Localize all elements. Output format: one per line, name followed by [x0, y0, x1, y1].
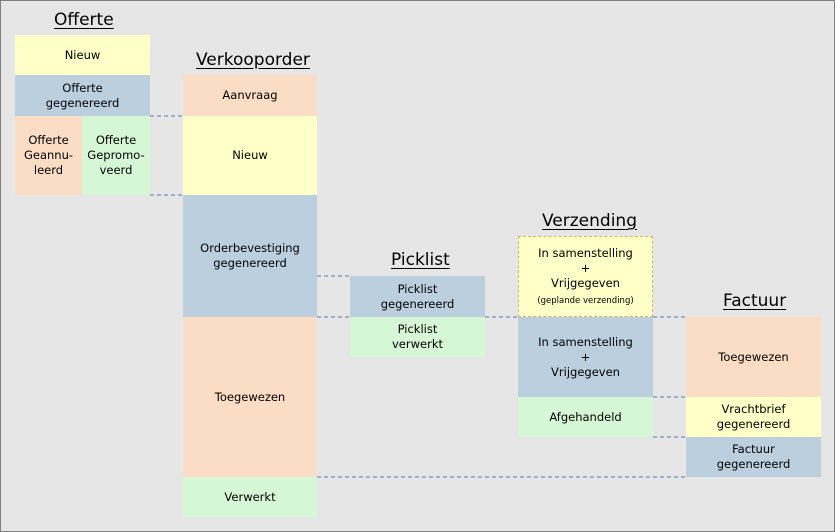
offerte-geannuleerd: Offerte Geannu- leerd	[15, 116, 82, 195]
verzending-title: Verzending	[542, 211, 637, 231]
offerte-nieuw: Nieuw	[15, 35, 150, 75]
verkooporder-aanvraag: Aanvraag	[183, 75, 317, 116]
verzending-gepland: In samenstelling + Vrijgegeven (geplande…	[518, 236, 653, 317]
verkooporder-title: Verkooporder	[196, 50, 310, 70]
factuur-toegewezen: Toegewezen	[686, 317, 821, 397]
verzending-gepland-label: In samenstelling + Vrijgegeven	[538, 246, 633, 290]
factuur-title: Factuur	[723, 291, 787, 311]
offerte-gepromoveerd: Offerte Gepromo- veerd	[82, 116, 150, 195]
verkooporder-nieuw: Nieuw	[183, 116, 317, 195]
verkooporder-orderbevestiging: Orderbevestiging gegenereerd	[183, 195, 317, 317]
offerte-gegenereerd: Offerte gegenereerd	[15, 75, 150, 116]
verkooporder-toegewezen: Toegewezen	[183, 317, 317, 477]
picklist-title: Picklist	[391, 250, 450, 270]
verzending-afgehandeld: Afgehandeld	[518, 397, 653, 437]
factuur-gegenereerd: Factuur gegenereerd	[686, 437, 821, 477]
picklist-verwerkt: Picklist verwerkt	[350, 317, 485, 357]
verzending-vrijgegeven: In samenstelling + Vrijgegeven	[518, 317, 653, 397]
picklist-gegenereerd: Picklist gegenereerd	[350, 276, 485, 317]
factuur-vrachtbrief: Vrachtbrief gegenereerd	[686, 397, 821, 437]
verkooporder-verwerkt: Verwerkt	[183, 477, 317, 517]
offerte-title: Offerte	[54, 10, 114, 30]
verzending-gepland-sub: (geplande verzending)	[537, 296, 634, 306]
